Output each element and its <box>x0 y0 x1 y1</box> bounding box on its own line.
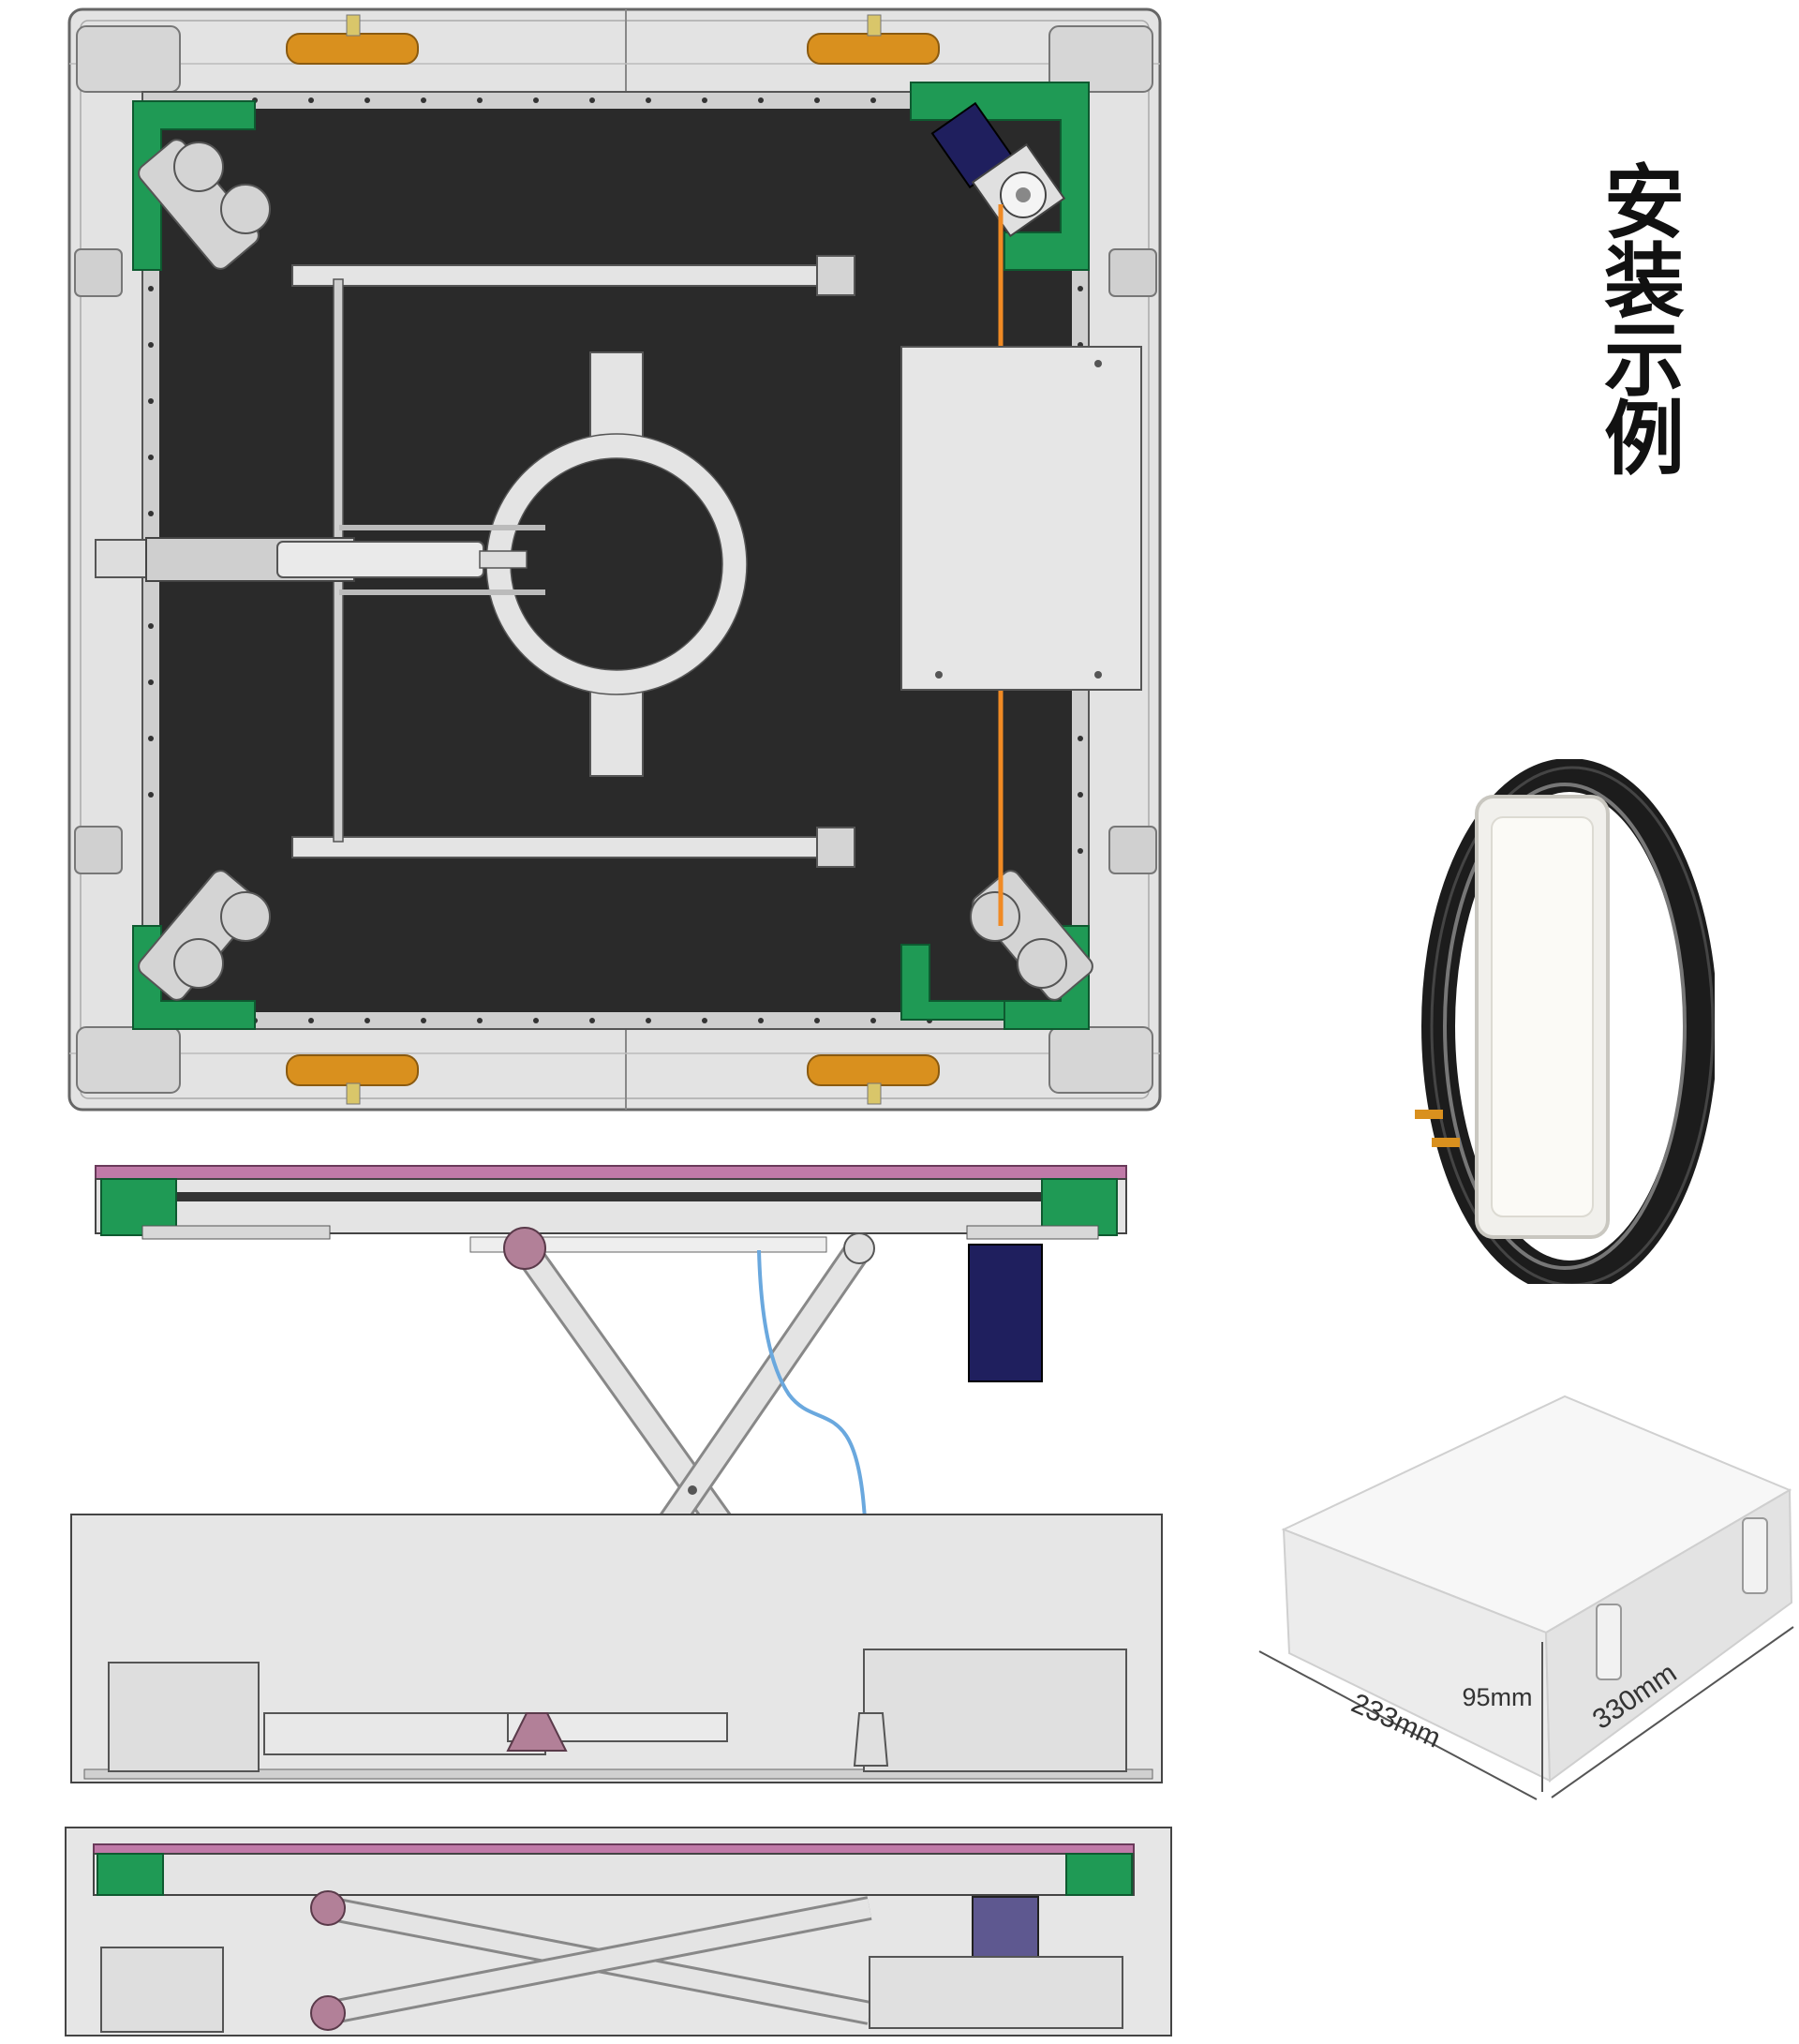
pulley-bottom-right <box>807 1054 940 1105</box>
side-view-lowered-diagram <box>65 1827 1172 2037</box>
page-title: 安 装 示 例 <box>1593 157 1696 486</box>
title-char-2: 装 <box>1604 235 1685 329</box>
actuator-cylinder <box>95 525 545 595</box>
pulley-top-left <box>286 14 419 65</box>
drive-motor <box>930 101 1066 238</box>
control-box <box>900 346 1142 691</box>
top-view-diagram <box>67 7 1162 1112</box>
pulley-bottom-left <box>286 1054 419 1105</box>
title-char-4: 例 <box>1604 393 1685 486</box>
side-view-raised-diagram <box>70 1165 1163 1783</box>
dim-height-label: 95mm <box>1462 1683 1532 1711</box>
gear-motor <box>968 1244 1043 1382</box>
title-char-3: 示 <box>1604 314 1685 408</box>
pulley-top-right <box>807 14 940 65</box>
title-char-1: 安 <box>1604 157 1685 250</box>
coil-cable-photo <box>1415 759 1715 1284</box>
junction-box-photo: 95mm 330mm 233mm <box>1258 1395 1794 1800</box>
